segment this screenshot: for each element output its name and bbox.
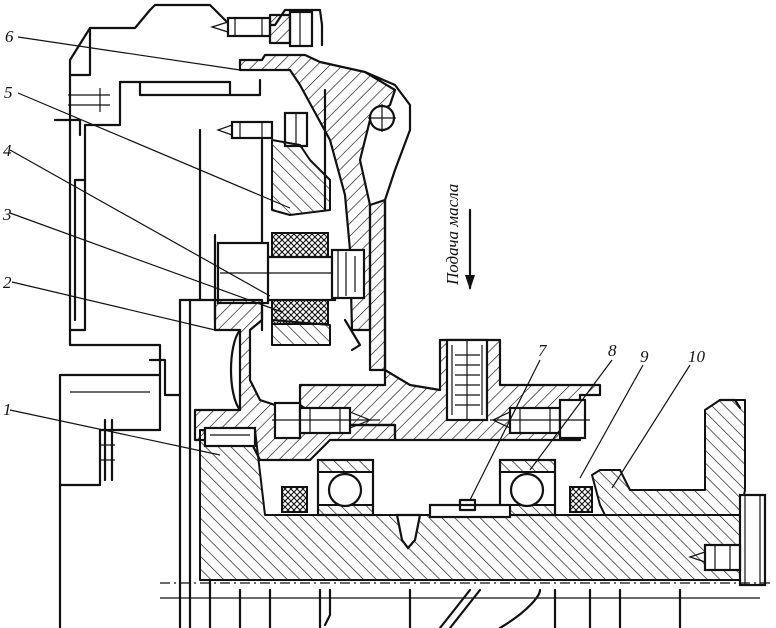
shaft-part-1 — [199, 426, 742, 581]
callout-label-2: 2 — [3, 273, 12, 292]
cover-bolt — [216, 111, 309, 148]
callout-label-7: 7 — [538, 341, 548, 360]
carrier-part-2 — [193, 298, 397, 462]
oil-supply-label: Подача масла — [443, 184, 462, 286]
flange-part-10 — [591, 398, 767, 587]
bearing-left — [316, 458, 375, 517]
gear-part-5 — [260, 88, 331, 346]
seals — [281, 486, 593, 513]
callout-label-4: 4 — [3, 141, 12, 160]
roller-bushing — [213, 232, 366, 352]
callout-label-9: 9 — [640, 347, 649, 366]
callout-label-10: 10 — [688, 347, 706, 366]
callout-label-8: 8 — [608, 341, 617, 360]
top-bolt — [209, 10, 314, 48]
lower-frame — [160, 578, 770, 628]
oil-supply-arrow — [465, 208, 475, 290]
shaft-bolt-left — [272, 401, 380, 440]
callout-label-1: 1 — [3, 400, 12, 419]
shaft-bolt-right — [490, 398, 590, 440]
callout-label-5: 5 — [4, 83, 13, 102]
leader-lines — [9, 36, 691, 501]
callout-label-6: 6 — [5, 27, 14, 46]
housing — [53, 3, 324, 628]
callout-label-3: 3 — [2, 205, 12, 224]
